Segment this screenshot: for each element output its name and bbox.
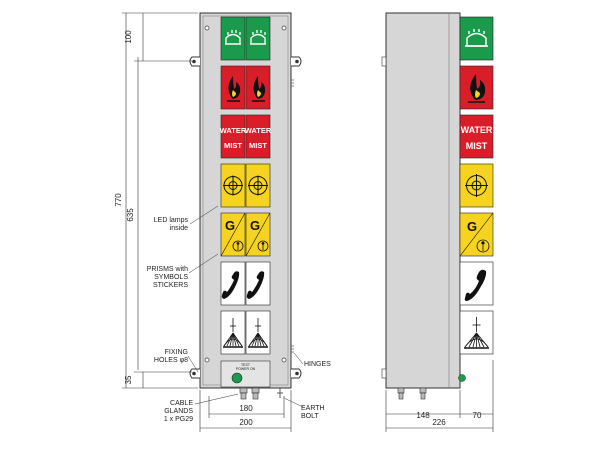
cable-gland-icon xyxy=(239,387,260,400)
side-row-car-wash xyxy=(459,16,494,61)
callout-prisms-3: STICKERS xyxy=(153,282,188,289)
dim-width-180: 180 xyxy=(239,404,253,413)
screw-icon xyxy=(204,25,210,31)
callout-cable-1: CABLE xyxy=(170,400,193,407)
dim-top-100: 100 xyxy=(124,30,133,44)
callout-led-lamps: LED lamps xyxy=(154,217,189,224)
dim-side-148: 148 xyxy=(416,411,430,420)
fixing-lug-top-left xyxy=(189,56,200,67)
front-housing xyxy=(199,12,292,389)
callout-led-inside: inside xyxy=(170,225,188,232)
front-row-sprinkler xyxy=(220,310,271,355)
person-icon xyxy=(257,240,269,252)
water-label: WATER xyxy=(245,126,272,135)
sprinkler-fan-icon xyxy=(223,318,243,348)
mist-label: MIST xyxy=(466,141,488,151)
side-housing xyxy=(385,12,461,389)
g-letter: G xyxy=(225,218,235,233)
fire-flame-icon xyxy=(252,76,266,102)
water-label: WATER xyxy=(220,126,247,135)
callout-fixing-2: HOLES φ8 xyxy=(154,357,188,364)
dim-side-70: 70 xyxy=(473,411,482,420)
side-row-telephone xyxy=(459,261,494,306)
side-row-gas: G xyxy=(459,212,494,257)
sprinkler-fan-icon xyxy=(248,318,268,348)
callout-earth-2: BOLT xyxy=(301,413,319,420)
person-icon xyxy=(232,240,244,252)
fire-flame-icon xyxy=(470,74,486,100)
side-row-water-mist: WATER MIST xyxy=(459,114,494,159)
crosshair-target-icon xyxy=(248,175,268,196)
screw-icon xyxy=(281,357,287,363)
earth-bolt-icon xyxy=(277,388,283,398)
dim-width-200: 200 xyxy=(239,418,253,427)
dim-side-226: 226 xyxy=(432,418,446,427)
callout-earth-1: EARTH xyxy=(301,405,325,412)
push-button-plate: TEST POWER ON xyxy=(220,360,271,388)
callout-fixing-1: FIXING xyxy=(165,349,188,356)
callout-leader-lines xyxy=(187,205,304,408)
dim-bottom-35: 35 xyxy=(124,375,133,384)
button-label-test: TEST xyxy=(241,363,251,367)
callout-cable-2: GLANDS xyxy=(164,408,193,415)
g-letter: G xyxy=(467,219,477,234)
water-label: WATER xyxy=(461,125,493,135)
callout-hinges: HINGES xyxy=(304,361,331,368)
car-wash-icon xyxy=(225,30,241,45)
side-view: WATER MIST G xyxy=(381,12,494,400)
fire-flame-icon xyxy=(227,76,241,102)
person-icon xyxy=(476,239,490,253)
telephone-handset-icon xyxy=(246,271,265,299)
telephone-handset-icon xyxy=(464,269,487,301)
mist-label: MIST xyxy=(249,141,267,150)
front-row-target xyxy=(220,163,271,208)
callout-prisms-2: SYMBOLS xyxy=(154,274,188,281)
screw-icon xyxy=(204,357,210,363)
crosshair-target-icon xyxy=(465,174,488,197)
car-wash-icon xyxy=(250,30,266,45)
green-push-button[interactable] xyxy=(231,372,243,384)
screw-icon xyxy=(281,25,287,31)
button-label-power: POWER ON xyxy=(236,367,256,371)
crosshair-target-icon xyxy=(223,175,243,196)
fixing-lug-top-right xyxy=(291,56,302,67)
front-row-water-mist: WATER MIST WATER MIST xyxy=(220,114,272,159)
front-view: WATER MIST WATER MIST G G xyxy=(189,12,302,400)
side-horizontal-dimensions xyxy=(385,360,494,432)
callout-prisms-1: PRISMS with xyxy=(147,266,188,273)
side-push-button xyxy=(458,374,466,382)
telephone-handset-icon xyxy=(221,271,240,299)
g-letter: G xyxy=(250,218,260,233)
side-row-sprinkler xyxy=(459,310,494,355)
hinge-icon xyxy=(291,79,294,353)
front-row-fire xyxy=(220,65,271,110)
fixing-lug-bottom-left xyxy=(189,368,200,379)
front-row-car-wash xyxy=(220,16,271,61)
front-row-telephone xyxy=(220,261,271,306)
dim-total-770: 770 xyxy=(114,193,123,207)
mist-label: MIST xyxy=(224,141,242,150)
cable-gland-icon xyxy=(397,387,427,400)
side-row-target xyxy=(459,163,494,208)
callout-cable-3: 1 x PG29 xyxy=(164,416,193,423)
fixing-lug-bottom-right xyxy=(291,368,302,379)
front-horizontal-dimensions xyxy=(199,390,292,432)
front-row-gas: G G xyxy=(220,212,271,257)
front-vertical-dimensions xyxy=(122,12,198,389)
side-row-fire xyxy=(459,65,494,110)
car-wash-icon xyxy=(465,29,488,47)
dim-prism-635: 635 xyxy=(126,208,135,222)
sprinkler-fan-icon xyxy=(464,317,489,349)
